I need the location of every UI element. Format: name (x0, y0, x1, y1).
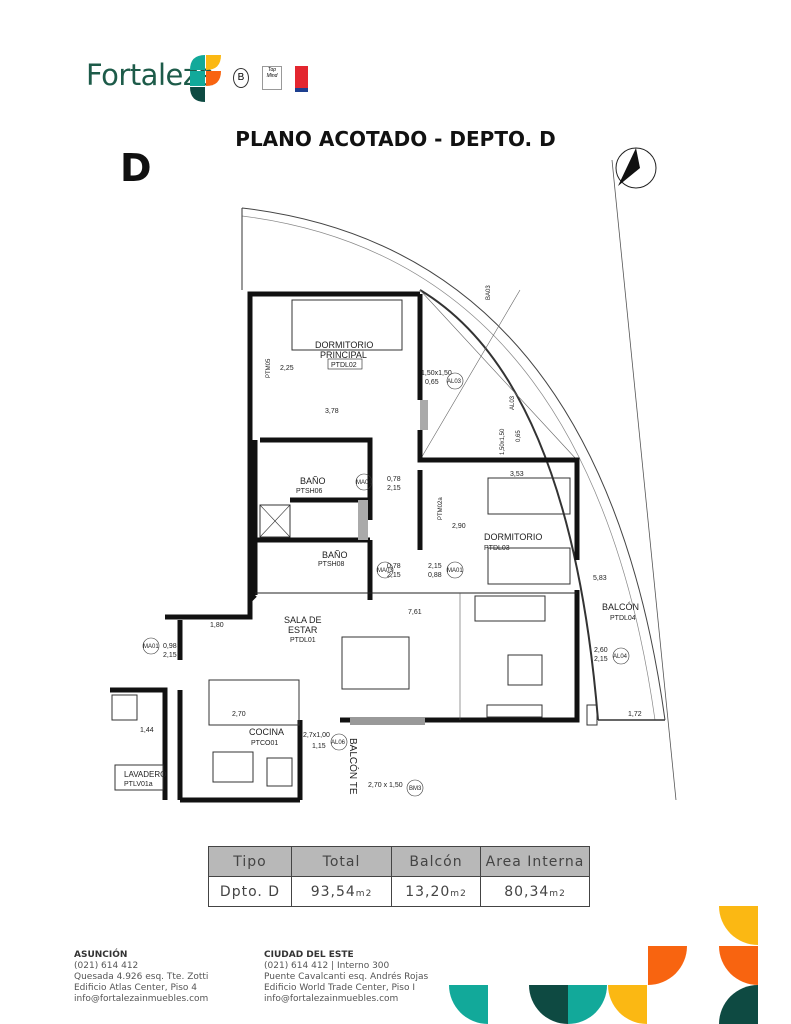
cell-total: 93,54m2 (291, 876, 392, 907)
dimension-labels: 3,78 3,53 7,61 5,83 1,72 2,70 1,80 1,44 … (140, 365, 642, 789)
room-label-bano-1: BAÑO (300, 476, 326, 486)
dim: 3,78 (325, 408, 339, 415)
city: CIUDAD DEL ESTE (264, 950, 354, 960)
room-code: PTDL04 (610, 615, 636, 622)
tag-al03: AL03 (510, 395, 516, 410)
b-corp-icon: B (233, 68, 249, 88)
dim: 2,15 (387, 485, 401, 492)
dim: 2,15 (594, 656, 608, 663)
building: Edificio World Trade Center, Piso I (264, 983, 415, 993)
dim: 0,65 (516, 430, 522, 442)
email-link[interactable]: info@fortalezainmuebles.com (74, 994, 209, 1004)
room-label-cocina: COCINA (249, 727, 284, 737)
col-area-interna: Area Interna (480, 846, 590, 877)
tag-al06: AL06 (331, 740, 346, 746)
col-total: Total (291, 846, 392, 877)
room-code: PTDL01 (290, 637, 316, 644)
dim: 2,70 (232, 711, 246, 718)
room-label-dormitorio: DORMITORIO (484, 532, 542, 542)
tag-ptm02: PTM02a (438, 497, 444, 520)
value: 80,34 (504, 883, 550, 900)
col-tipo: Tipo (208, 846, 292, 877)
dim: 2,7x1,00 (303, 732, 330, 739)
building: Edificio Atlas Center, Piso 4 (74, 983, 198, 993)
room-code: PTDL03 (484, 545, 510, 552)
cell-balcon: 13,20m2 (391, 876, 481, 907)
phone: (021) 614 412 | Interno 300 (264, 961, 390, 971)
great-place-to-work-icon (295, 66, 308, 92)
cell-area-interna: 80,34m2 (480, 876, 590, 907)
street: Quesada 4.926 esq. Tte. Zotti (74, 972, 209, 982)
tag-al04: AL04 (613, 654, 628, 660)
unit: m2 (549, 888, 566, 899)
value: 93,54 (310, 883, 356, 900)
unit: m2 (355, 888, 373, 899)
tag-ptm05: PTM05 (266, 358, 272, 378)
phone: (021) 614 412 (74, 961, 139, 971)
street: Puente Cavalcanti esq. Andrés Rojas (264, 972, 429, 982)
dim: 2,15 (387, 572, 401, 579)
room-label-balcon-te: BALCÓN TE (347, 738, 360, 795)
dim: 0,65 (425, 379, 439, 386)
areas-table: Tipo Total Balcón Area Interna Dpto. D 9… (208, 846, 590, 907)
room-code: PTLV01a (124, 781, 153, 788)
room-label-sala: SALA DE (284, 615, 322, 625)
address-cde: CIUDAD DEL ESTE (021) 614 412 | Interno … (264, 950, 428, 1005)
dim: 2,60 (594, 647, 608, 654)
room-code: PTCO01 (251, 740, 278, 747)
tag-bm3: BM3 (409, 786, 422, 792)
dim: 0,78 (387, 563, 401, 570)
dim: 1,44 (140, 727, 154, 734)
address-asuncion: ASUNCIÓN (021) 614 412 Quesada 4.926 esq… (74, 950, 208, 1005)
dim: 2,70 x 1,50 (368, 782, 403, 789)
dim: 0,98 (163, 643, 177, 650)
dim: 1,50x1,50 (421, 370, 452, 377)
page-title: PLANO ACOTADO - DEPTO. D (235, 127, 556, 151)
dim: 2,90 (452, 523, 466, 530)
room-label-balcon: BALCÓN (602, 602, 639, 612)
room-code: PTSH08 (318, 561, 345, 568)
dim: 5,83 (593, 575, 607, 582)
tag-ba03: BA03 (486, 285, 492, 300)
brand-logo-mark-icon (190, 55, 221, 102)
table-row: Dpto. D 93,54m2 13,20m2 80,34m2 (208, 876, 590, 907)
room-code: PTDL02 (331, 362, 357, 369)
room-label-dormitorio-principal-2: PRINCIPAL (320, 350, 367, 360)
dim: 3,53 (510, 471, 524, 478)
dim: 0,88 (428, 572, 442, 579)
tag-ma03: MA03 (377, 568, 393, 574)
unit: m2 (450, 888, 467, 899)
room-code: PTSH06 (296, 488, 323, 495)
tag-ma01: MA01 (447, 568, 463, 574)
north-arrow-icon (611, 147, 677, 801)
dim: 2,25 (280, 365, 294, 372)
room-label-sala-2: ESTAR (288, 625, 318, 635)
dim: 1,72 (628, 711, 642, 718)
cell-tipo: Dpto. D (208, 876, 292, 907)
dim: 2,15 (428, 563, 442, 570)
tag-ma01: MA01 (143, 644, 159, 650)
tag-ma01: MA01 (356, 480, 372, 486)
room-label-dormitorio-principal: DORMITORIO (315, 340, 373, 350)
unit-letter: D (120, 146, 152, 190)
col-balcon: Balcón (391, 846, 481, 877)
dim: 1,50x1,50 (500, 428, 506, 455)
tag-al03: AL03 (447, 379, 462, 385)
room-label-lavadero: LAVADERO (124, 770, 166, 779)
dim: 7,61 (408, 609, 422, 616)
dim: 1,80 (210, 622, 224, 629)
dim: 2,15 (163, 652, 177, 659)
email-link[interactable]: info@fortalezainmuebles.com (264, 994, 399, 1004)
room-label-bano-2: BAÑO (322, 550, 348, 560)
dim: 0,78 (387, 476, 401, 483)
dim: 1,15 (312, 743, 326, 750)
city: ASUNCIÓN (74, 950, 128, 960)
table-header-row: Tipo Total Balcón Area Interna (208, 846, 590, 877)
value: 13,20 (405, 883, 451, 900)
